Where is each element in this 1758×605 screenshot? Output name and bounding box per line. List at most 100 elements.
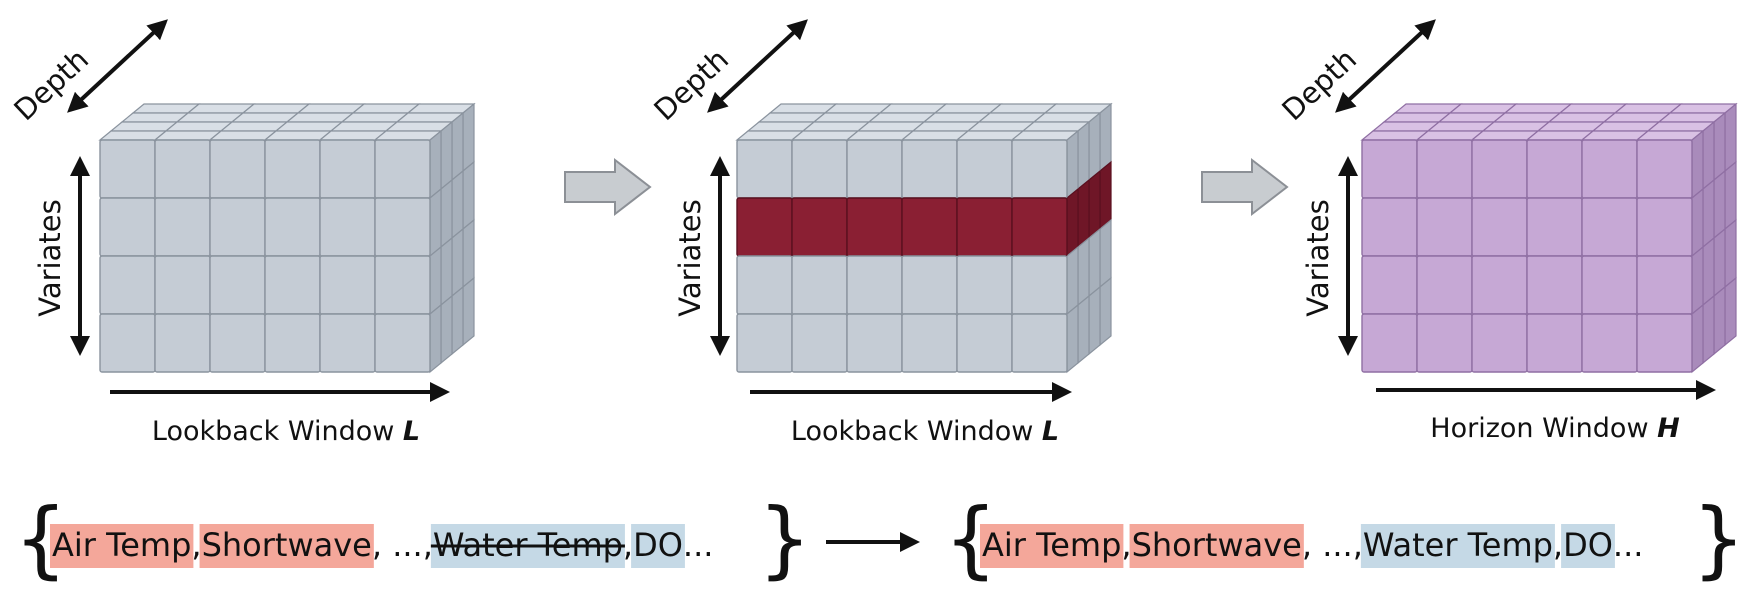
window-label-2: Lookback Window L bbox=[791, 416, 1059, 447]
variable-name: DO bbox=[633, 526, 683, 564]
sequence-input: Air Temp, Shortwave, ..., Water Temp, DO… bbox=[50, 524, 713, 568]
cube-side-face bbox=[451, 111, 464, 182]
cube-side-face bbox=[1077, 294, 1090, 365]
cube-cell bbox=[791, 313, 848, 373]
cube-side-face bbox=[451, 227, 464, 298]
cube-cell bbox=[1416, 139, 1473, 199]
brace-close-1: } bbox=[758, 490, 811, 588]
cube-cell bbox=[319, 197, 376, 257]
depth-label-2: Depth bbox=[647, 42, 735, 127]
cube-cell bbox=[956, 255, 1013, 315]
cube-cell bbox=[1526, 255, 1583, 315]
cube-cell bbox=[374, 313, 431, 373]
cube-side-face bbox=[1099, 276, 1112, 347]
cube-side-face bbox=[1691, 187, 1704, 258]
sequence-output: Air Temp, Shortwave, ..., Water Temp, DO… bbox=[980, 524, 1643, 568]
cube-cell bbox=[1526, 197, 1583, 257]
cube-cell bbox=[1011, 313, 1068, 373]
cube-cell bbox=[1636, 313, 1693, 373]
masked-side-face bbox=[1088, 169, 1101, 240]
cube-side-face bbox=[1088, 285, 1101, 356]
cube-cell bbox=[99, 313, 156, 373]
cube-side-face bbox=[1713, 285, 1726, 356]
window-label-2-var: L bbox=[1042, 416, 1059, 447]
cube-cell bbox=[791, 139, 848, 199]
cube-cell bbox=[736, 313, 793, 373]
cube-cell bbox=[1361, 255, 1418, 315]
cube-cell bbox=[736, 139, 793, 199]
cube-cell bbox=[1636, 255, 1693, 315]
variates-label-1: Variates bbox=[33, 199, 67, 316]
cube-side-face bbox=[1088, 111, 1101, 182]
cube-cell bbox=[1416, 197, 1473, 257]
separator-text: , bbox=[1553, 526, 1563, 564]
depth-arrow-3 bbox=[1335, 19, 1436, 113]
cube-cell bbox=[319, 255, 376, 315]
cube-side-face bbox=[429, 187, 442, 258]
cube-side-face bbox=[1077, 120, 1090, 191]
axis-arrows bbox=[67, 19, 1716, 402]
separator-text: , bbox=[191, 526, 201, 564]
cube-cell bbox=[209, 197, 266, 257]
cube-side-face bbox=[462, 276, 475, 347]
cube-cell bbox=[1581, 313, 1638, 373]
variable-name: DO bbox=[1563, 526, 1613, 564]
masked-side-face bbox=[1077, 178, 1090, 249]
variable-name: Shortwave bbox=[1132, 526, 1302, 564]
cube-cell bbox=[99, 255, 156, 315]
cube-cell bbox=[846, 313, 903, 373]
cube-side-face bbox=[1724, 102, 1737, 173]
cube-cell bbox=[791, 255, 848, 315]
cube-output bbox=[1360, 102, 1738, 374]
cube-cell bbox=[154, 255, 211, 315]
cube-side-face bbox=[440, 294, 453, 365]
cube-cell bbox=[209, 139, 266, 199]
cube-cell bbox=[1361, 197, 1418, 257]
cube-side-face bbox=[429, 129, 442, 200]
cube-side-face bbox=[1691, 245, 1704, 316]
depth-arrow-1 bbox=[67, 19, 168, 113]
cube-cell bbox=[154, 139, 211, 199]
cube-cell bbox=[99, 139, 156, 199]
cube-cell bbox=[1471, 197, 1528, 257]
variable-name: Shortwave bbox=[202, 526, 372, 564]
cube-cell bbox=[1361, 313, 1418, 373]
masked-cell bbox=[956, 197, 1013, 257]
depth-label-3: Depth bbox=[1275, 42, 1363, 127]
cube-side-face bbox=[1099, 218, 1112, 289]
cube-side-face bbox=[1066, 245, 1079, 316]
variable-highlight bbox=[631, 524, 685, 568]
cube-cell bbox=[1416, 255, 1473, 315]
cube-cell bbox=[99, 197, 156, 257]
cube-side-face bbox=[1702, 236, 1715, 307]
separator-text: ... bbox=[1613, 526, 1644, 564]
variates-label-3: Variates bbox=[1301, 199, 1335, 316]
cube-cell bbox=[374, 255, 431, 315]
cube-side-face bbox=[1691, 129, 1704, 200]
cube-side-face bbox=[440, 120, 453, 191]
cube-cell bbox=[1471, 139, 1528, 199]
cube-cell bbox=[154, 197, 211, 257]
window-label-1-var: L bbox=[403, 416, 420, 447]
cube-side-face bbox=[1724, 160, 1737, 231]
cube-cell bbox=[264, 139, 321, 199]
cube-side-face bbox=[462, 102, 475, 173]
cube-side-face bbox=[440, 178, 453, 249]
cube-cell bbox=[1361, 139, 1418, 199]
brace-close-2: } bbox=[1692, 490, 1745, 588]
cube-side-face bbox=[1099, 102, 1112, 173]
cube-side-face bbox=[1713, 227, 1726, 298]
masked-cell bbox=[736, 197, 793, 257]
variable-highlight bbox=[199, 524, 374, 568]
cube-cell bbox=[319, 139, 376, 199]
window-label-3: Horizon Window H bbox=[1430, 413, 1680, 444]
separator-text: , ..., bbox=[372, 526, 433, 564]
cube-side-face bbox=[1077, 236, 1090, 307]
cube-cell bbox=[1011, 255, 1068, 315]
cube-cell bbox=[1636, 197, 1693, 257]
cube-cell bbox=[901, 139, 958, 199]
cube-cell bbox=[846, 255, 903, 315]
cube-cell bbox=[1581, 139, 1638, 199]
cube-side-face bbox=[1066, 303, 1079, 374]
